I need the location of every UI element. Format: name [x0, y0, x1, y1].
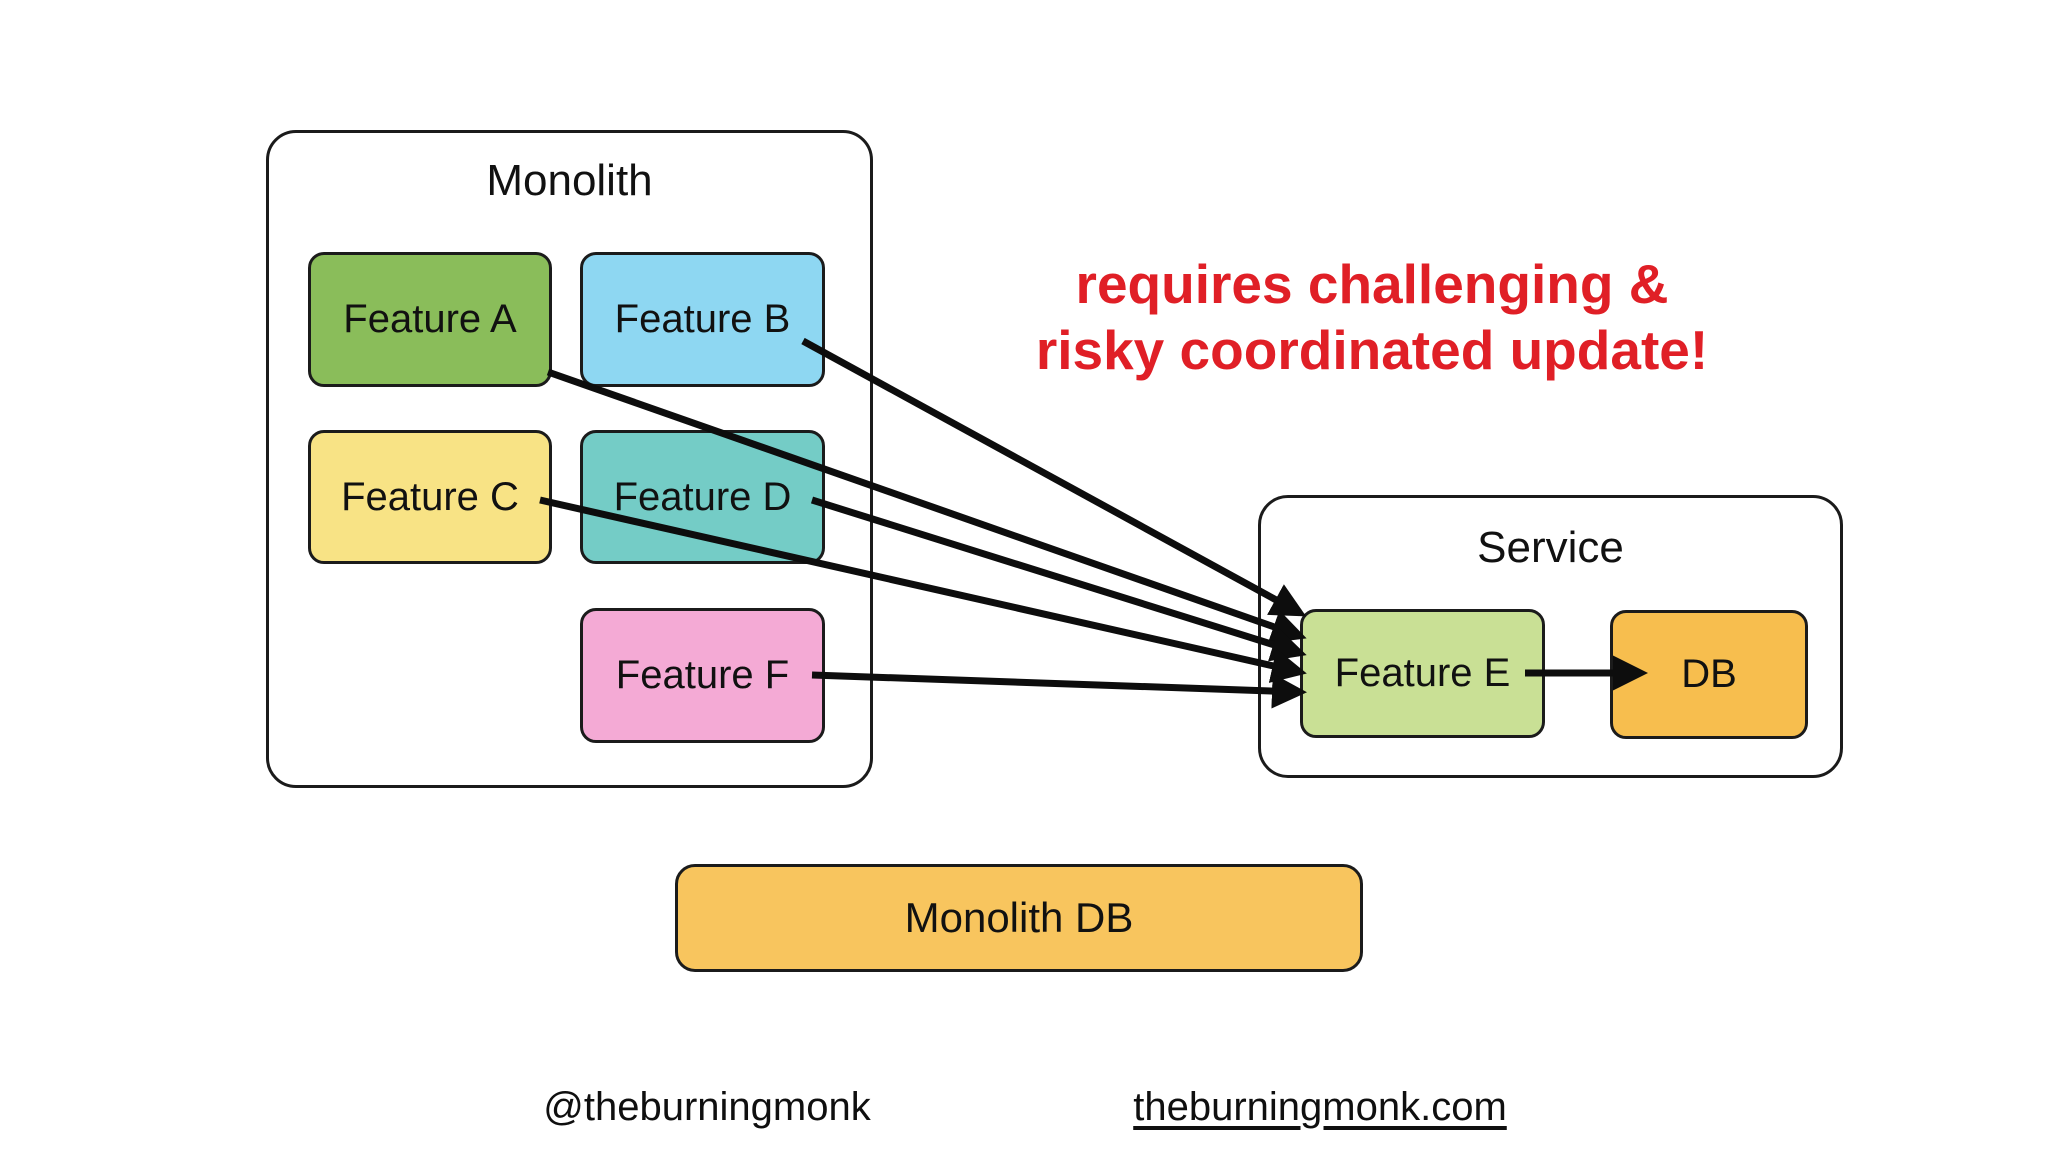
warning-line-2: risky coordinated update! — [1035, 319, 1709, 381]
feature-a-label: Feature A — [343, 297, 517, 341]
monolith-title: Monolith — [486, 156, 653, 205]
feature-a-box: Feature A — [308, 252, 552, 387]
feature-f-label: Feature F — [615, 653, 790, 697]
feature-d-box: Feature D — [580, 430, 825, 564]
monolith-db-box: Monolith DB — [675, 864, 1363, 972]
feature-e-label: Feature E — [1334, 651, 1511, 695]
service-db-box: DB — [1610, 610, 1808, 739]
arrow-feature-f-to-feature-e — [811, 671, 1307, 709]
feature-c-label: Feature C — [341, 474, 519, 519]
arrow-feature-d-to-feature-e — [810, 496, 1307, 662]
service-db-label: DB — [1681, 652, 1737, 696]
feature-f-box: Feature F — [580, 608, 825, 743]
footer-handle: @theburningmonk — [543, 1085, 871, 1129]
monolith-db-label: Monolith DB — [904, 894, 1134, 941]
feature-b-label: Feature B — [614, 297, 791, 341]
warning-line-1: requires challenging & — [1075, 253, 1669, 315]
feature-d-label: Feature D — [613, 474, 792, 519]
warning-text: requires challenging & risky coordinated… — [1036, 251, 1708, 383]
feature-c-box: Feature C — [308, 430, 552, 564]
feature-b-box: Feature B — [580, 252, 825, 387]
footer-site-link[interactable]: theburningmonk.com — [1133, 1085, 1507, 1129]
service-title: Service — [1477, 523, 1624, 572]
feature-e-box: Feature E — [1300, 609, 1545, 738]
